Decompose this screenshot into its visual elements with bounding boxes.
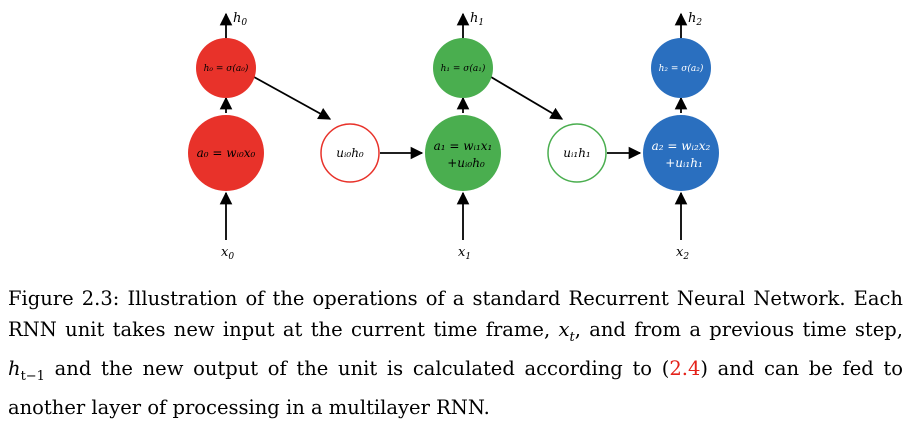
caption-middle: , and from a previous time step, xyxy=(574,318,903,341)
output-label-0: h0 xyxy=(233,11,247,28)
activation-text-1: h₁ = σ(a₁) xyxy=(441,63,486,74)
arrow-h0-to-u0 xyxy=(253,76,332,120)
sum-text-2-line1: a₂ = wᵢ₂x₂ xyxy=(652,139,711,153)
caption-after-h: and the new output of the unit is calcul… xyxy=(44,356,670,380)
rnn-diagram: h₀ = σ(a₀) a₀ = wᵢ₀x₀ h0 x0 uᵢ₀h₀ h₁ = σ… xyxy=(188,11,719,262)
input-label-0: x0 xyxy=(221,245,234,262)
output-label-2: h2 xyxy=(688,11,702,28)
activation-node-0 xyxy=(196,38,256,98)
sum-text-2-line2: +uᵢ₁h₁ xyxy=(665,156,703,170)
input-label-1: x1 xyxy=(458,245,471,262)
sum-node-1 xyxy=(425,115,501,191)
caption-suffix: ) and can be fed to another layer of pro… xyxy=(8,356,903,419)
activation-text-2: h₂ = σ(a₂) xyxy=(659,63,704,74)
input-label-2: x2 xyxy=(676,245,689,262)
figure-caption: Figure 2.3: Illustration of the operatio… xyxy=(8,283,903,423)
arrows xyxy=(219,12,688,240)
caption-prefix: Figure 2.3: Illustration of the operatio… xyxy=(8,287,903,341)
output-label-1: h1 xyxy=(470,11,484,28)
activation-node-2 xyxy=(651,38,711,98)
activation-node-1 xyxy=(433,38,493,98)
sum-text-0: a₀ = wᵢ₀x₀ xyxy=(197,146,256,160)
recurrent-text-1: uᵢ₁h₁ xyxy=(563,146,591,160)
recurrent-node-0 xyxy=(320,123,380,183)
sum-node-0 xyxy=(188,115,264,191)
caption-x-t: xt xyxy=(558,318,575,345)
sum-text-1-line1: a₁ = wᵢ₁x₁ xyxy=(434,139,493,153)
recurrent-text-0: uᵢ₀h₀ xyxy=(336,146,364,160)
sum-node-2 xyxy=(643,115,719,191)
sum-text-1-line2: +uᵢ₀h₀ xyxy=(447,156,485,170)
activation-text-0: h₀ = σ(a₀) xyxy=(204,63,249,74)
arrow-h1-to-u1 xyxy=(490,76,564,120)
equation-ref-link[interactable]: 2.4 xyxy=(669,356,701,380)
caption-h-prev: ht−1 xyxy=(8,356,45,384)
recurrent-node-1 xyxy=(547,123,607,183)
